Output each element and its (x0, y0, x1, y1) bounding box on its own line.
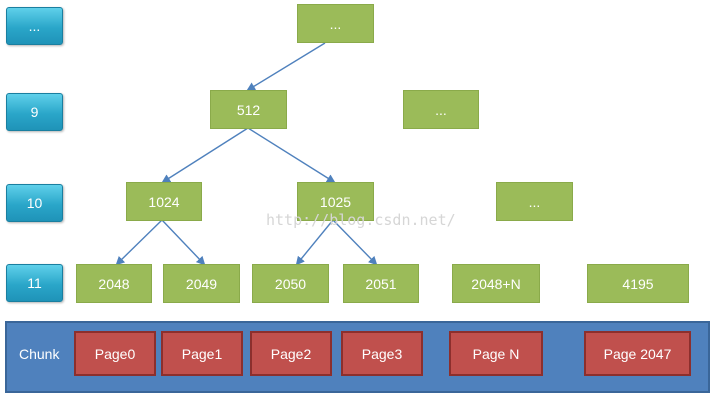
watermark: http://blog.csdn.net/ (266, 211, 456, 229)
node-1025: 1025 (297, 182, 374, 221)
page-1: Page1 (161, 331, 243, 376)
node-2048: 2048 (76, 264, 152, 303)
edge-512-1025 (247, 127, 336, 184)
page-2047: Page 2047 (584, 331, 691, 376)
edge-1024-2048 (115, 219, 163, 266)
node-root: ... (297, 4, 374, 43)
edge-1024-2049 (161, 219, 206, 266)
node-2048-plus-n: 2048+N (452, 264, 540, 303)
node-2050: 2050 (252, 264, 329, 303)
edge-1025-2051 (332, 219, 378, 266)
node-10-more: ... (496, 182, 573, 221)
page-3: Page3 (341, 331, 423, 376)
node-1024: 1024 (126, 182, 202, 221)
node-4195: 4195 (587, 264, 689, 303)
edge-512-1024 (161, 127, 249, 184)
level-marker-top: ... (6, 7, 63, 45)
chunk-label: Chunk (19, 346, 60, 362)
level-marker-9: 9 (6, 93, 63, 131)
edge-1025-2050 (295, 219, 334, 266)
page-n: Page N (449, 331, 543, 376)
level-marker-10: 10 (6, 184, 63, 222)
page-0: Page0 (74, 331, 156, 376)
node-2051: 2051 (343, 264, 419, 303)
page-2: Page2 (250, 331, 332, 376)
edge-root-512 (246, 42, 326, 92)
level-marker-11: 11 (6, 264, 63, 302)
node-512: 512 (210, 90, 287, 129)
node-2049: 2049 (163, 264, 240, 303)
node-9-more: ... (403, 90, 479, 129)
